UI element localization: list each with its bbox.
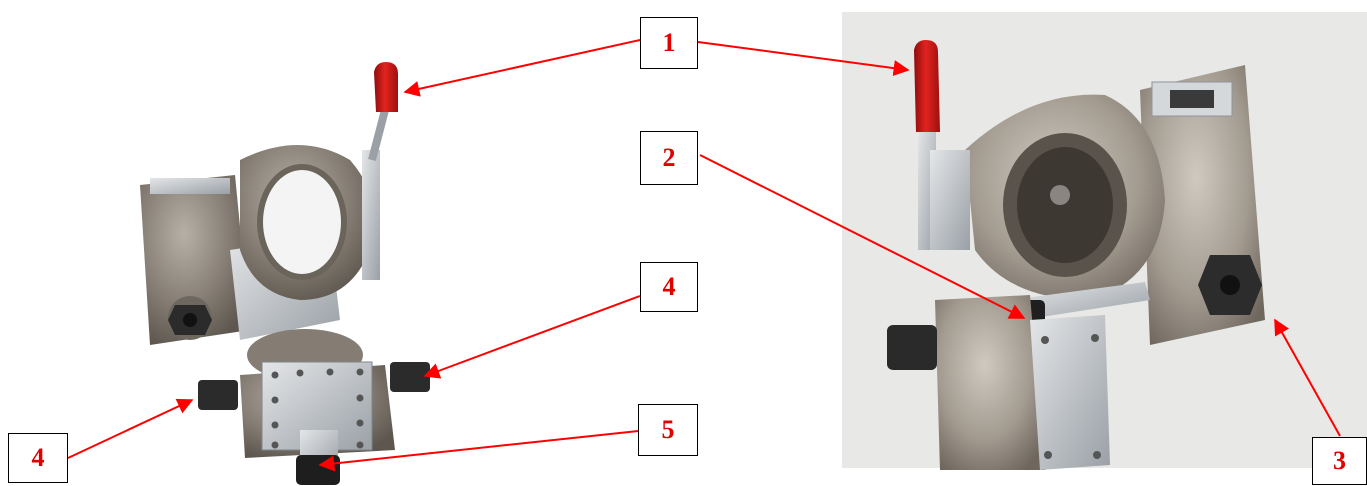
left-device-photo xyxy=(140,62,430,485)
right-device-photo xyxy=(842,12,1367,470)
callout-label-4-lower: 4 xyxy=(8,433,68,483)
arrow-2 xyxy=(699,154,1026,319)
arrow-1-right xyxy=(697,41,910,77)
callout-arrows xyxy=(67,39,1341,472)
arrow-1-left xyxy=(403,39,641,97)
callout-label-5: 5 xyxy=(638,404,698,456)
callout-label-1: 1 xyxy=(640,17,698,69)
arrow-3 xyxy=(1274,318,1341,437)
callout-label-4-upper: 4 xyxy=(640,262,698,312)
arrow-5 xyxy=(318,430,639,472)
callout-label-2: 2 xyxy=(640,131,698,185)
callout-label-3: 3 xyxy=(1312,437,1367,485)
arrow-4-lower xyxy=(67,398,194,459)
arrow-4-upper xyxy=(423,295,641,379)
